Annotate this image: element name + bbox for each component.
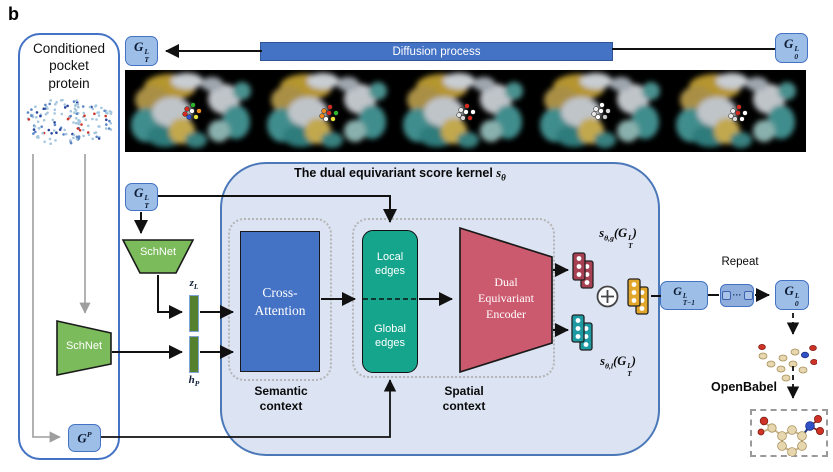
semantic-context-label: Semantic context xyxy=(254,384,308,413)
score-local-bars-icon xyxy=(571,314,595,356)
openbabel-label: OpenBabel xyxy=(711,380,777,394)
dual-equivariant-encoder: Dual Equivariant Encoder xyxy=(456,224,556,376)
zl-embedding-bar xyxy=(189,295,199,332)
schnet-funnel-icon xyxy=(121,239,195,274)
pocket-point-cloud-icon xyxy=(25,92,115,150)
diffusion-process-label: Diffusion process xyxy=(392,45,481,58)
plus-circle-icon xyxy=(596,285,619,308)
spatial-context-label: Spatial context xyxy=(442,384,486,413)
protein-frame xyxy=(669,70,806,152)
hp-embedding-bar xyxy=(189,336,199,373)
combined-score-bars-icon xyxy=(627,278,651,320)
repeat-step-icon xyxy=(743,291,753,300)
protein-frame xyxy=(125,70,261,152)
protein-frame xyxy=(261,70,398,152)
protein-frame xyxy=(397,70,534,152)
cross-attention-box: Cross- Attention xyxy=(240,231,320,372)
diffusion-process-bar: Diffusion process xyxy=(260,42,613,61)
hp-label: hP xyxy=(188,374,200,389)
gp-node-label: GP xyxy=(77,429,92,446)
repeat-steps-box: ··· xyxy=(720,284,754,307)
final-molecule-box xyxy=(750,409,828,457)
schnet-ligand-label: SchNet xyxy=(139,246,177,258)
left-panel-title: Conditioned pocket protein xyxy=(32,41,106,91)
repeat-step-icon xyxy=(721,291,731,300)
schnet-label: SchNet xyxy=(65,340,103,352)
zl-label: zL xyxy=(189,277,199,292)
schnet-ligand-encoder: SchNet xyxy=(118,238,198,275)
local-edges-label: Local edges xyxy=(375,251,405,277)
kernel-title: The dual equivariant score kernel sθ xyxy=(294,166,506,183)
edges-box: Local edges Global edges xyxy=(362,230,418,373)
encoder-trapezoid-icon xyxy=(459,226,553,374)
final-molecule-icon xyxy=(757,415,825,456)
repeat-label: Repeat xyxy=(721,256,759,268)
ellipsis-dots: ··· xyxy=(732,290,742,300)
protein-frames-strip xyxy=(125,70,806,152)
figure-label: b xyxy=(8,4,19,24)
gp-node: GP xyxy=(68,424,101,452)
schnet-protein-encoder: SchNet xyxy=(54,318,114,378)
score-global-bars-icon xyxy=(572,252,596,294)
encoder-label: Dual Equivariant Encoder xyxy=(478,275,534,322)
protein-frame xyxy=(533,70,670,152)
global-edges-label: Global edges xyxy=(374,323,406,349)
